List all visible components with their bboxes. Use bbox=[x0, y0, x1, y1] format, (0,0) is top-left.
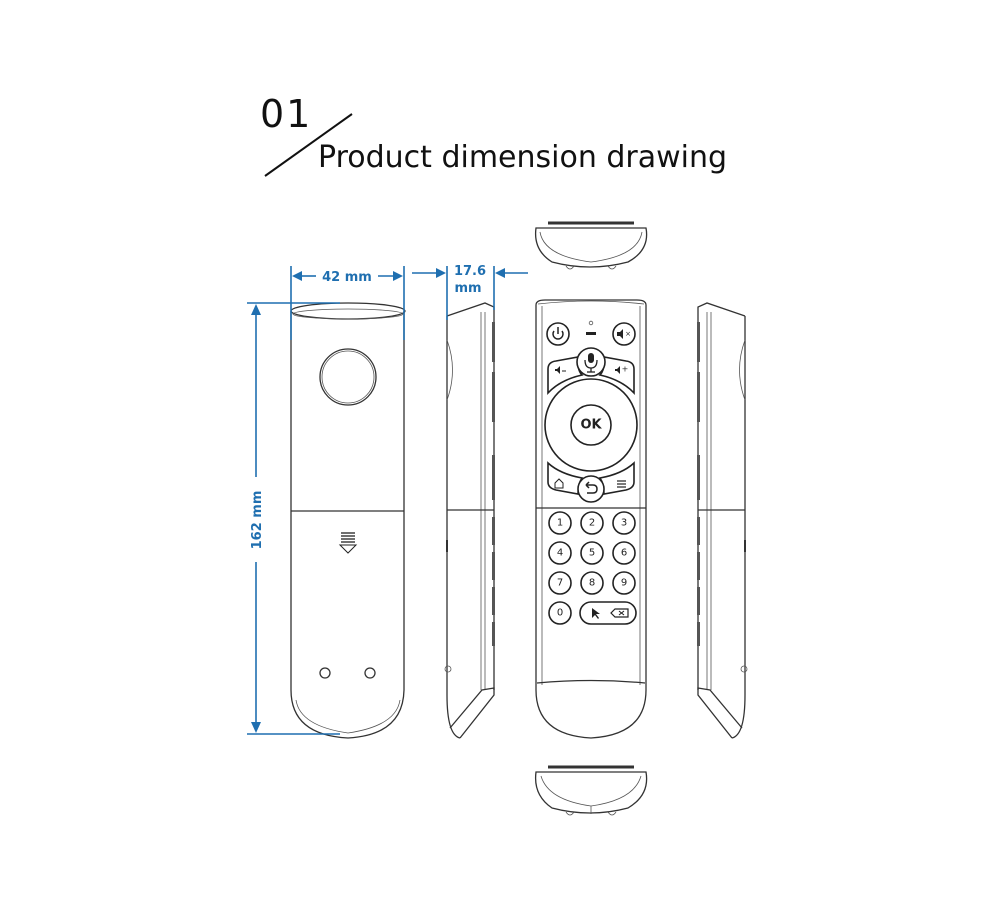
key-6[interactable]: 6 bbox=[612, 541, 636, 565]
width-label: 42 mm bbox=[322, 270, 372, 285]
width-dimension: 42 mm bbox=[290, 266, 405, 340]
svg-text:1: 1 bbox=[557, 518, 563, 529]
key-0[interactable]: 0 bbox=[548, 601, 572, 625]
mute-icon bbox=[617, 329, 623, 339]
svg-text:4: 4 bbox=[557, 548, 563, 559]
height-label: 162 mm bbox=[250, 491, 265, 550]
key-8[interactable]: 8 bbox=[580, 571, 604, 595]
pointer-icon bbox=[592, 608, 600, 619]
backspace-icon bbox=[610, 608, 629, 618]
ok-button[interactable]: OK bbox=[570, 404, 612, 446]
mic-icon bbox=[588, 353, 594, 363]
key-1[interactable]: 1 bbox=[548, 511, 572, 535]
key-3[interactable]: 3 bbox=[612, 511, 636, 535]
key-5[interactable]: 5 bbox=[580, 541, 604, 565]
volume-up-icon bbox=[615, 366, 620, 374]
svg-text:×: × bbox=[625, 330, 631, 338]
section-number: 01 bbox=[260, 92, 313, 136]
top-view bbox=[534, 221, 648, 270]
svg-text:0: 0 bbox=[557, 608, 563, 619]
key-9[interactable]: 9 bbox=[612, 571, 636, 595]
svg-text:2: 2 bbox=[589, 518, 595, 529]
pointer-backspace-button[interactable] bbox=[579, 601, 637, 625]
back-view bbox=[290, 302, 406, 739]
back-circle bbox=[319, 348, 377, 406]
svg-text:3: 3 bbox=[621, 518, 627, 529]
voice-button[interactable] bbox=[576, 347, 606, 377]
svg-text:8: 8 bbox=[589, 578, 595, 589]
thickness-value: 17.6 bbox=[454, 264, 486, 279]
front-view: × + OK bbox=[535, 299, 647, 739]
key-7[interactable]: 7 bbox=[548, 571, 572, 595]
power-icon bbox=[552, 330, 564, 340]
back-button[interactable] bbox=[577, 475, 605, 503]
thickness-dimension: 17.6 mm bbox=[412, 264, 528, 320]
right-side-view bbox=[697, 302, 748, 739]
key-2[interactable]: 2 bbox=[580, 511, 604, 535]
volume-down-button[interactable] bbox=[547, 356, 584, 396]
volume-down-icon bbox=[555, 366, 560, 374]
back-icon bbox=[587, 484, 598, 494]
svg-text:5: 5 bbox=[589, 548, 595, 559]
thickness-unit: mm bbox=[454, 281, 481, 296]
page-title: Product dimension drawing bbox=[318, 140, 728, 175]
height-dimension: 162 mm bbox=[247, 302, 340, 735]
title-slash bbox=[264, 113, 353, 177]
battery-cover-arrow-icon bbox=[338, 532, 358, 554]
svg-text:+: + bbox=[622, 365, 629, 374]
bottom-view bbox=[534, 765, 648, 816]
power-button[interactable] bbox=[546, 322, 570, 346]
left-side-view bbox=[444, 302, 495, 739]
home-icon bbox=[554, 478, 564, 489]
mute-button[interactable]: × bbox=[612, 322, 636, 346]
svg-text:7: 7 bbox=[557, 578, 563, 589]
svg-text:9: 9 bbox=[621, 578, 627, 589]
svg-text:6: 6 bbox=[621, 548, 627, 559]
key-4[interactable]: 4 bbox=[548, 541, 572, 565]
menu-icon bbox=[617, 480, 626, 488]
ok-label: OK bbox=[580, 418, 602, 433]
